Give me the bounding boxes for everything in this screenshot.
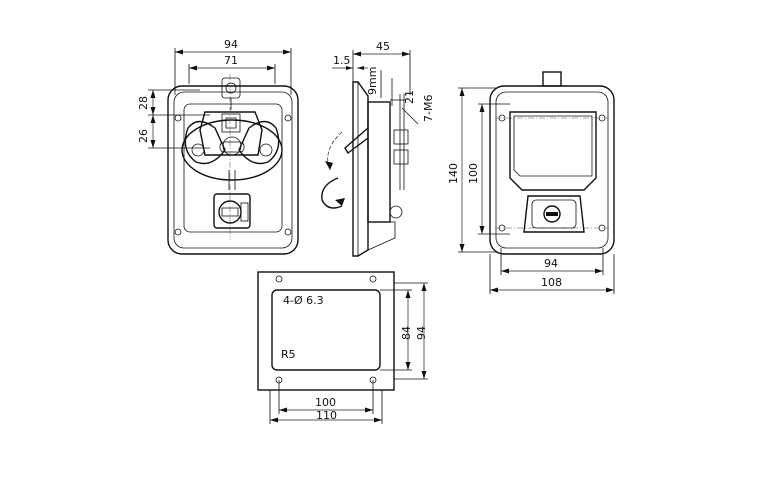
front-view: 94 71 28 26 (137, 38, 299, 255)
rear-width-outer-label: 108 (541, 276, 562, 289)
cutout-view: 4-Ø 6.3 R5 84 94 100 110 (257, 271, 428, 424)
front-height-lower-label: 26 (137, 129, 150, 143)
cutout-holes-label: 4-Ø 6.3 (283, 294, 324, 307)
side-depth-label: 45 (376, 40, 390, 53)
front-width-inner-label: 71 (224, 54, 238, 67)
rear-height-inner-label: 100 (467, 163, 480, 184)
cutout-radius-label: R5 (281, 348, 296, 361)
cutout-height-outer-label: 94 (415, 326, 428, 340)
cutout-width-inner-label: 100 (315, 396, 336, 409)
side-thread-label: 7-M6 (422, 95, 435, 122)
side-rod-length-label: 21 (403, 90, 416, 104)
rear-width-inner-label: 94 (544, 257, 558, 270)
side-spacing-label: 9mm (366, 67, 379, 95)
rear-height-outer-label: 140 (447, 163, 460, 184)
rear-view: 140 100 94 (447, 71, 615, 294)
front-width-outer-label: 94 (224, 38, 238, 51)
side-view: 45 1.5 9mm 21 7-M6 (321, 40, 435, 257)
side-thickness-label: 1.5 (333, 54, 351, 67)
front-height-upper-label: 28 (137, 96, 150, 110)
cutout-height-inner-label: 84 (400, 326, 413, 340)
cutout-width-outer-label: 110 (316, 409, 337, 422)
